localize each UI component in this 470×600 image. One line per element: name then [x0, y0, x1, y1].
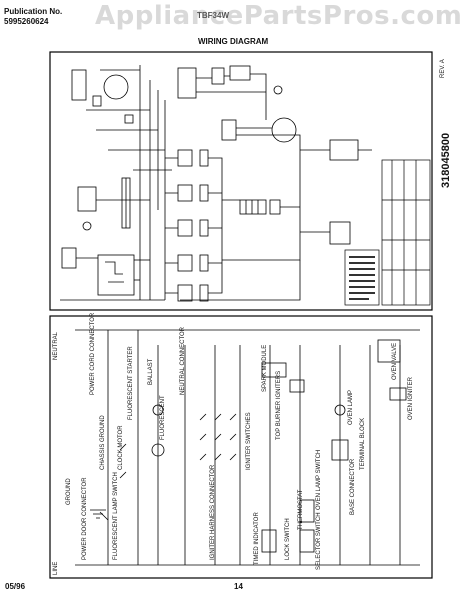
chassis-ground-label: CHASSIS GROUND	[100, 415, 106, 470]
terminal-block-label: TERMINAL BLOCK	[360, 417, 366, 470]
revision-label: REV. A	[440, 59, 446, 78]
selector-switch-label: SELECTOR SWITCH	[316, 512, 322, 570]
fluorescent-label: FLUORESCENT	[160, 395, 166, 440]
ground-label: GROUND	[66, 478, 72, 505]
neutral-label: NEUTRAL	[53, 331, 59, 360]
page-number: 14	[234, 582, 243, 591]
lock-switch-label: LOCK SWITCH	[285, 518, 291, 560]
upper-diagram-frame	[49, 51, 433, 311]
oven-igniter-label: OVEN IGNITER	[408, 376, 414, 420]
power-door-connector-label: POWER DOOR CONNECTOR	[82, 477, 88, 560]
fluorescent-lamp-switch-label: FLUORESCENT LAMP SWITCH	[113, 472, 119, 560]
publication-label: Publication No.	[4, 7, 63, 16]
watermark: AppliancePartsPros.com	[95, 1, 463, 31]
page-title: WIRING DIAGRAM	[198, 37, 269, 46]
publication-number: 5995260624	[4, 17, 49, 26]
revision-table	[344, 159, 431, 306]
igniter-switches-label: IGNITER SWITCHES	[246, 412, 252, 470]
spark-module-label: SPARK MODULE	[262, 344, 268, 392]
upper-wiring-group	[60, 65, 372, 302]
igniter-harness-connector-label: IGNITER HARNESS CONNECTOR	[210, 464, 216, 560]
power-cord-label: POWER CORD CONNECTOR	[90, 312, 96, 395]
terminal-block-symbol	[239, 199, 267, 215]
ballast-symbol	[77, 186, 97, 212]
oven-lamp-switch-label: OVEN LAMP SWITCH	[316, 449, 322, 510]
part-number-label: 318045800	[440, 132, 452, 188]
lower-schematic-group	[75, 329, 420, 566]
oven-valve-box	[377, 339, 401, 363]
top-burner-igniters-label: TOP BURNER IGNITERS	[276, 370, 282, 440]
spark-module-box	[261, 362, 287, 378]
oven-valve-label: OVEN VALVE	[392, 342, 398, 380]
timed-indicator-label: TIMED INDICATOR	[254, 512, 260, 565]
clock-motor-circle	[151, 443, 165, 457]
ballast-label: BALLAST	[148, 358, 154, 385]
neutral-connector-label: NEUTRAL CONNECTOR	[180, 326, 186, 395]
line-label: LINE	[53, 561, 59, 575]
clock-motor-symbol	[103, 74, 129, 100]
thermostat-label: THERMOSTAT	[298, 489, 304, 530]
lower-schematic-frame	[49, 315, 433, 579]
fluorescent-starter-label: FLUORESCENT STARTER	[128, 346, 134, 420]
oven-lamp-label: OVEN LAMP	[348, 389, 354, 425]
footer-date: 05/96	[5, 582, 26, 591]
base-connector-label: BASE CONNECTOR	[350, 458, 356, 515]
model-number: TBF34W	[197, 11, 229, 20]
clock-motor-label: CLOCK MOTOR	[118, 425, 124, 470]
switch-block-symbol	[97, 254, 135, 296]
